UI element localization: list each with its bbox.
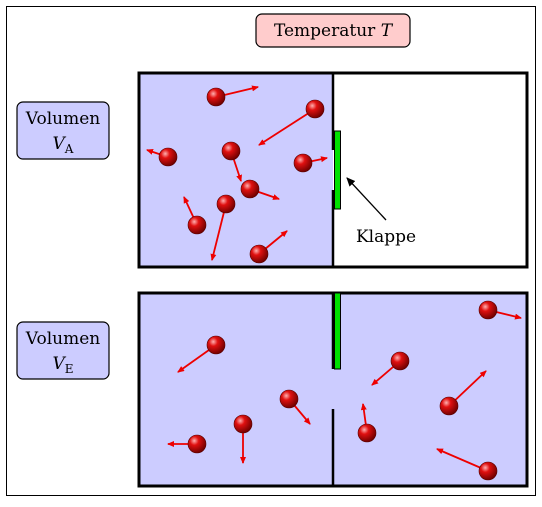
volume-e-symbol: V xyxy=(52,354,66,374)
volume-a-symbol: V xyxy=(53,134,67,154)
gas-particle xyxy=(167,434,207,454)
gas-particle xyxy=(221,141,242,182)
gas-particle xyxy=(249,230,288,264)
gas-particle xyxy=(293,153,328,173)
gas-particle xyxy=(146,147,178,167)
flap-closed xyxy=(334,130,341,210)
container-expanded xyxy=(137,291,529,488)
particle-ball xyxy=(206,335,226,355)
particle-ball xyxy=(240,179,260,199)
particle-ball xyxy=(293,153,313,173)
particle-ball xyxy=(187,434,207,454)
particle-ball xyxy=(478,461,498,481)
gas-particle xyxy=(206,85,259,107)
particle-ball xyxy=(305,99,325,119)
gas-particle xyxy=(183,196,207,235)
flap-label: Klappe xyxy=(356,227,416,247)
volume-a-label: Volumen xyxy=(25,109,101,129)
temperature-label-box: Temperatur T xyxy=(255,13,411,48)
particle-ball xyxy=(187,215,207,235)
volume-a-subscript: A xyxy=(64,142,74,156)
temperature-label: Temperatur xyxy=(274,21,376,41)
gas-particle xyxy=(436,448,498,481)
gas-particle xyxy=(233,414,253,464)
particle-ball xyxy=(478,300,498,320)
gas-particle xyxy=(258,99,325,146)
flap-pointer-arrow xyxy=(346,177,387,221)
particle-ball xyxy=(279,389,299,409)
gas-particle xyxy=(478,300,522,320)
svg-text:Temperatur T: Temperatur T xyxy=(274,21,394,41)
particle-ball xyxy=(439,396,459,416)
gas-particles xyxy=(146,85,522,481)
particle-ball xyxy=(390,351,410,371)
particle-ball xyxy=(233,414,253,434)
flap-open xyxy=(334,292,341,370)
svg-text:VA: VA xyxy=(53,134,74,156)
temperature-symbol: T xyxy=(381,21,394,41)
volume-e-label-box: Volumen VE xyxy=(16,321,110,380)
gas-particle xyxy=(240,179,280,200)
particle-ball xyxy=(357,423,377,443)
volume-e-subscript: E xyxy=(65,362,74,376)
volume-e-label: Volumen xyxy=(25,329,101,349)
svg-text:VE: VE xyxy=(52,354,73,376)
gas-particle xyxy=(357,403,377,443)
velocity-arrow xyxy=(258,108,316,146)
particle-ball xyxy=(249,244,269,264)
gas-particle xyxy=(210,194,236,261)
velocity-arrow xyxy=(210,203,227,261)
particle-ball xyxy=(221,141,241,161)
volume-a-label-box: Volumen VA xyxy=(16,101,110,160)
gas-particle xyxy=(439,370,487,416)
particle-ball xyxy=(158,147,178,167)
gas-particle xyxy=(177,335,226,373)
particle-ball xyxy=(206,87,226,107)
gas-particle xyxy=(371,351,410,386)
gas-particle xyxy=(279,389,311,425)
particle-ball xyxy=(216,194,236,214)
container-initial xyxy=(137,71,529,269)
